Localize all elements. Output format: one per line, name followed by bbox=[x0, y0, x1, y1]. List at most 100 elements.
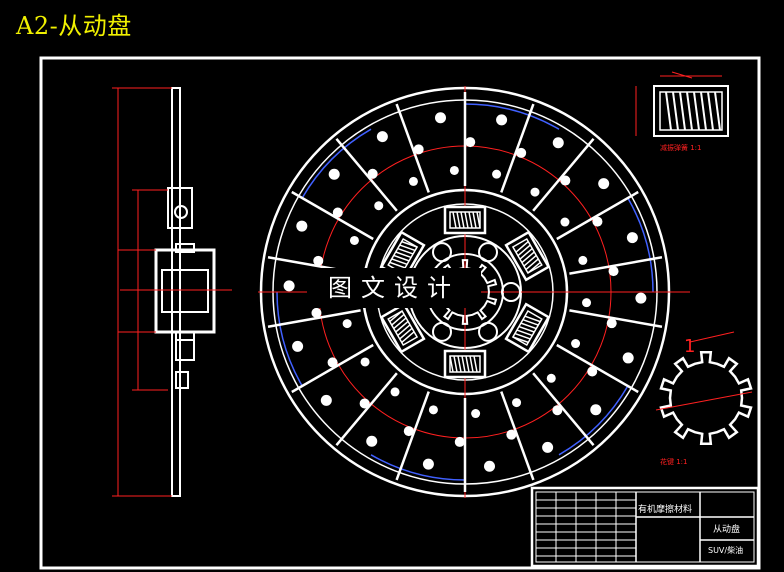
watermark: 图文设计 bbox=[307, 268, 481, 308]
rivet-hole bbox=[492, 169, 502, 179]
hub-hole bbox=[432, 242, 452, 263]
rivet-hole bbox=[552, 137, 564, 149]
rivet-hole bbox=[408, 176, 418, 186]
side-section-view bbox=[120, 87, 232, 497]
rivet-hole bbox=[560, 175, 571, 186]
friction-slot bbox=[532, 137, 595, 212]
rivet-hole bbox=[283, 280, 295, 292]
rivet-hole bbox=[403, 426, 414, 437]
segment-arc bbox=[464, 103, 560, 130]
segment-arc bbox=[301, 128, 372, 199]
drawing-border bbox=[39, 56, 761, 570]
drawing-sheet[interactable]: 减振弹簧 1:1 1 花键 1:1 有机摩擦材料 从动盘 SUV/柴油 bbox=[0, 44, 784, 572]
rivet-hole bbox=[542, 441, 554, 453]
rivet-hole bbox=[606, 318, 617, 329]
rivet-holes bbox=[283, 112, 647, 472]
hub-hole bbox=[478, 321, 498, 342]
rivet-hole bbox=[626, 232, 638, 244]
rivet-hole bbox=[578, 255, 588, 265]
rivet-hole bbox=[587, 366, 598, 377]
rivet-hole bbox=[349, 235, 359, 245]
rivet-hole bbox=[342, 319, 352, 329]
spring-view-caption: 减振弹簧 1:1 bbox=[660, 143, 702, 152]
rivet-hole bbox=[512, 398, 522, 408]
title-block-part-name: 从动盘 bbox=[713, 523, 740, 535]
segment-arc bbox=[370, 454, 466, 481]
friction-slot bbox=[556, 190, 639, 241]
friction-slot bbox=[500, 391, 535, 481]
rivet-hole bbox=[327, 357, 338, 368]
damper-spring bbox=[379, 302, 426, 354]
rivet-hole bbox=[311, 307, 322, 318]
rivet-hole bbox=[530, 187, 540, 197]
document-title: A2-从动盘 bbox=[16, 12, 132, 40]
coil-line bbox=[665, 91, 672, 131]
spline-view-caption: 花键 1:1 bbox=[660, 457, 688, 466]
rivet-hole bbox=[465, 137, 476, 148]
friction-slot bbox=[395, 103, 430, 193]
damper-spring bbox=[443, 349, 487, 379]
friction-slot bbox=[532, 372, 595, 447]
damper-springs bbox=[379, 205, 551, 379]
rivet-hole bbox=[582, 298, 592, 308]
rivet-hole bbox=[296, 220, 308, 232]
segment-arc bbox=[276, 291, 303, 387]
friction-slot bbox=[569, 309, 663, 328]
coil-line bbox=[700, 91, 707, 131]
rivet-hole bbox=[374, 201, 384, 211]
rivet-hole bbox=[390, 387, 400, 397]
friction-slot bbox=[291, 190, 374, 241]
friction-slot bbox=[395, 391, 430, 481]
rivet-hole bbox=[413, 144, 424, 155]
rivet-hole bbox=[608, 266, 619, 277]
hub-hole bbox=[432, 321, 452, 342]
side-dimensions bbox=[112, 87, 172, 497]
damper-spring bbox=[504, 302, 551, 354]
rivet-hole bbox=[360, 357, 370, 367]
rivet-hole bbox=[366, 435, 378, 447]
rivet-hole bbox=[635, 292, 647, 304]
rivet-hole bbox=[516, 147, 527, 158]
rivet-hole bbox=[483, 460, 495, 472]
title-bar: A2-从动盘 bbox=[0, 0, 784, 44]
rivet-hole bbox=[571, 339, 581, 349]
segment-arc bbox=[558, 385, 629, 456]
segment-arc bbox=[627, 197, 654, 293]
rivet-hole bbox=[622, 352, 634, 364]
friction-slot bbox=[556, 343, 639, 394]
coil-line bbox=[679, 91, 686, 131]
coil-line bbox=[693, 91, 700, 131]
spring-detail-view: 减振弹簧 1:1 bbox=[635, 71, 729, 152]
rivet-hole bbox=[560, 217, 570, 227]
friction-slot bbox=[267, 309, 361, 328]
title-block-product: SUV/柴油 bbox=[708, 545, 743, 555]
spline-detail-view: 1 花键 1:1 bbox=[655, 331, 753, 466]
rivet-hole bbox=[598, 178, 610, 190]
friction-slot bbox=[291, 343, 374, 394]
damper-spring bbox=[443, 205, 487, 235]
rivet-hole bbox=[313, 255, 324, 266]
friction-slot bbox=[335, 372, 398, 447]
rivet-hole bbox=[435, 112, 447, 124]
rivet-hole bbox=[506, 429, 517, 440]
rivet-hole bbox=[332, 207, 343, 218]
rivet-hole bbox=[546, 373, 556, 383]
rivet-hole bbox=[292, 340, 304, 352]
friction-slot bbox=[500, 103, 535, 193]
friction-slot bbox=[569, 256, 663, 275]
rivet-hole bbox=[359, 398, 370, 409]
damper-spring bbox=[504, 230, 551, 282]
rivet-hole bbox=[454, 436, 465, 447]
title-block bbox=[530, 486, 760, 568]
rivet-hole bbox=[552, 405, 563, 416]
rivet-hole bbox=[449, 165, 459, 175]
hub-hole bbox=[478, 242, 498, 263]
rivet-hole bbox=[428, 405, 438, 415]
rivet-hole bbox=[471, 409, 481, 419]
coil-line bbox=[707, 91, 714, 131]
rivet-hole bbox=[496, 114, 508, 126]
spline-callout: 1 bbox=[684, 336, 695, 357]
friction-slot bbox=[335, 137, 398, 212]
rivet-hole bbox=[376, 131, 388, 143]
rivet-hole bbox=[592, 216, 603, 227]
